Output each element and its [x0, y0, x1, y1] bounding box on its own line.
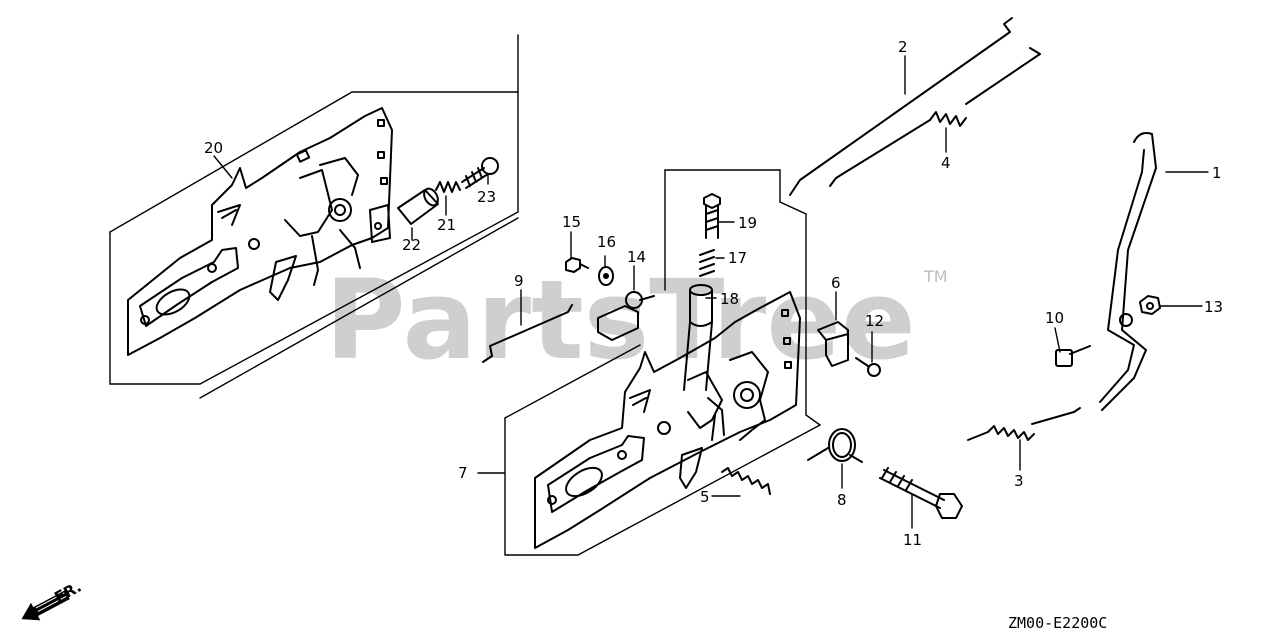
- washer-16: [598, 266, 614, 286]
- callout-20[interactable]: 20: [204, 139, 223, 157]
- callout-14[interactable]: 14: [627, 248, 646, 266]
- bracket-6: [817, 321, 849, 367]
- leader-20: [213, 155, 233, 179]
- front-direction-arrow-icon: [21, 590, 70, 621]
- callout-9[interactable]: 9: [514, 272, 524, 290]
- callout-18[interactable]: 18: [720, 290, 739, 308]
- callout-13[interactable]: 13: [1204, 298, 1223, 316]
- callout-21[interactable]: 21: [437, 216, 456, 234]
- collar-18-lever: [683, 321, 713, 391]
- callout-15[interactable]: 15: [562, 213, 581, 231]
- callout-7[interactable]: 7: [458, 464, 468, 482]
- screw-19: [703, 193, 721, 239]
- callout-5[interactable]: 5: [700, 488, 710, 506]
- callout-23[interactable]: 23: [477, 188, 496, 206]
- watermark-trademark: TM: [923, 267, 948, 286]
- left-screw-23: [461, 157, 499, 189]
- control-lever-1: [1099, 132, 1157, 411]
- governor-rod-2: [789, 17, 1013, 196]
- screw-15: [565, 257, 589, 273]
- callout-17[interactable]: 17: [728, 249, 747, 267]
- left-control-base-plate: [127, 107, 393, 356]
- center-assembly-inset: [504, 169, 821, 556]
- callout-11[interactable]: 11: [903, 531, 922, 549]
- diagram-code: ZM00-E2200C: [1008, 614, 1107, 632]
- left-assembly-inset: [109, 34, 519, 399]
- callout-16[interactable]: 16: [597, 233, 616, 251]
- callout-12[interactable]: 12: [865, 312, 884, 330]
- watermark-text: PartsTree: [325, 256, 916, 384]
- callout-19[interactable]: 19: [738, 214, 757, 232]
- callout-3[interactable]: 3: [1014, 472, 1024, 490]
- screw-10: [1055, 345, 1091, 367]
- center-control-base-plate: [534, 291, 801, 549]
- spring-rod-4: [829, 47, 1041, 187]
- wire-9: [482, 304, 573, 363]
- callout-8[interactable]: 8: [837, 491, 847, 509]
- spring-17: [699, 249, 715, 277]
- bolt-11: [879, 467, 963, 519]
- stop-switch-14: [597, 291, 655, 341]
- callout-1[interactable]: 1: [1212, 164, 1222, 182]
- spring-3: [967, 407, 1081, 441]
- spring-5: [721, 467, 771, 495]
- left-spring-21: [435, 181, 461, 193]
- callout-10[interactable]: 10: [1045, 309, 1064, 327]
- screw-12: [855, 357, 881, 377]
- torsion-spring-8: [807, 428, 863, 463]
- callout-22[interactable]: 22: [402, 236, 421, 254]
- leader-lines: [477, 55, 1209, 529]
- left-collar-22: [397, 187, 439, 225]
- callout-2[interactable]: 2: [898, 38, 908, 56]
- callout-6[interactable]: 6: [831, 274, 841, 292]
- callout-4[interactable]: 4: [941, 154, 951, 172]
- nut-13: [1139, 295, 1161, 315]
